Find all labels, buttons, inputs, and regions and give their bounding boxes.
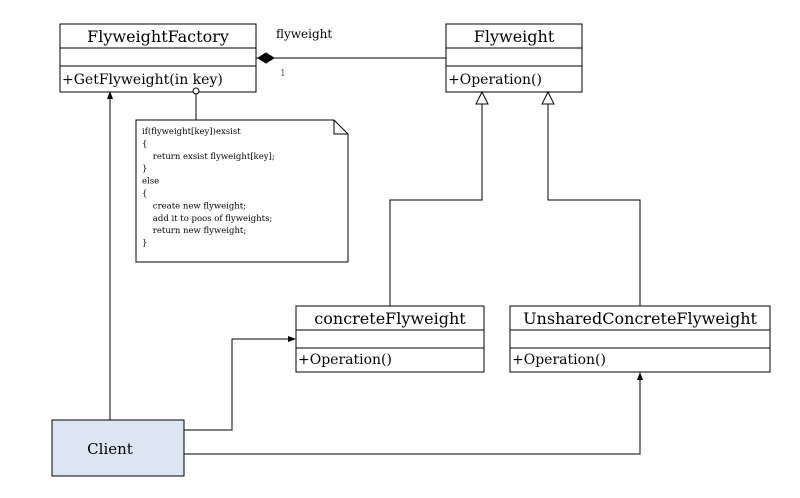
note-get-flyweight: if(flyweight[key])exsist { return exsist …	[135, 119, 349, 263]
association-multiplicity: 1	[280, 69, 286, 79]
association-client-to-unshared	[184, 372, 643, 455]
association-role-label: flyweight	[276, 27, 332, 41]
class-concrete-flyweight[interactable]: concreteFlyweight +Operation()	[295, 305, 485, 373]
operation: +GetFlyweight(in key)	[62, 72, 223, 88]
class-unshared-concrete-flyweight[interactable]: UnsharedConcreteFlyweight +Operation()	[509, 305, 771, 373]
note-line: {	[142, 139, 147, 149]
note-text: if(flyweight[key])exsist { return exsist …	[142, 126, 275, 249]
operation: +Operation()	[512, 352, 606, 368]
association-client-to-concrete	[184, 336, 296, 431]
class-flyweight-factory[interactable]: FlyweightFactory +GetFlyweight(in key)	[59, 23, 257, 93]
note-line: else	[142, 177, 159, 187]
generalization-unshared-to-flyweight	[541, 90, 641, 306]
operation: +Operation()	[448, 72, 542, 88]
note-line: {	[142, 189, 147, 199]
class-name: Flyweight	[474, 27, 555, 46]
class-name: FlyweightFactory	[87, 27, 229, 46]
note-anchor	[192, 87, 200, 120]
class-flyweight[interactable]: Flyweight +Operation()	[445, 23, 583, 93]
generalization-concrete-to-flyweight	[389, 90, 489, 306]
class-name: concreteFlyweight	[314, 309, 466, 328]
note-line: if(flyweight[key])exsist	[142, 126, 241, 137]
note-line: return new flyweight;	[142, 226, 246, 236]
class-client[interactable]: Client	[51, 419, 185, 477]
class-name: UnsharedConcreteFlyweight	[523, 309, 757, 328]
note-line: }	[142, 239, 147, 249]
note-line: }	[142, 164, 147, 174]
note-line: add it to poos of flyweights;	[142, 214, 272, 224]
operation: +Operation()	[298, 352, 392, 368]
note-line: return exsist flyweight[key];	[142, 152, 275, 162]
aggregation-factory-flyweight: flyweight 1	[256, 27, 446, 79]
association-client-to-factory	[107, 91, 113, 420]
note-line: create new flyweight;	[142, 201, 246, 211]
client-label: Client	[87, 440, 133, 458]
